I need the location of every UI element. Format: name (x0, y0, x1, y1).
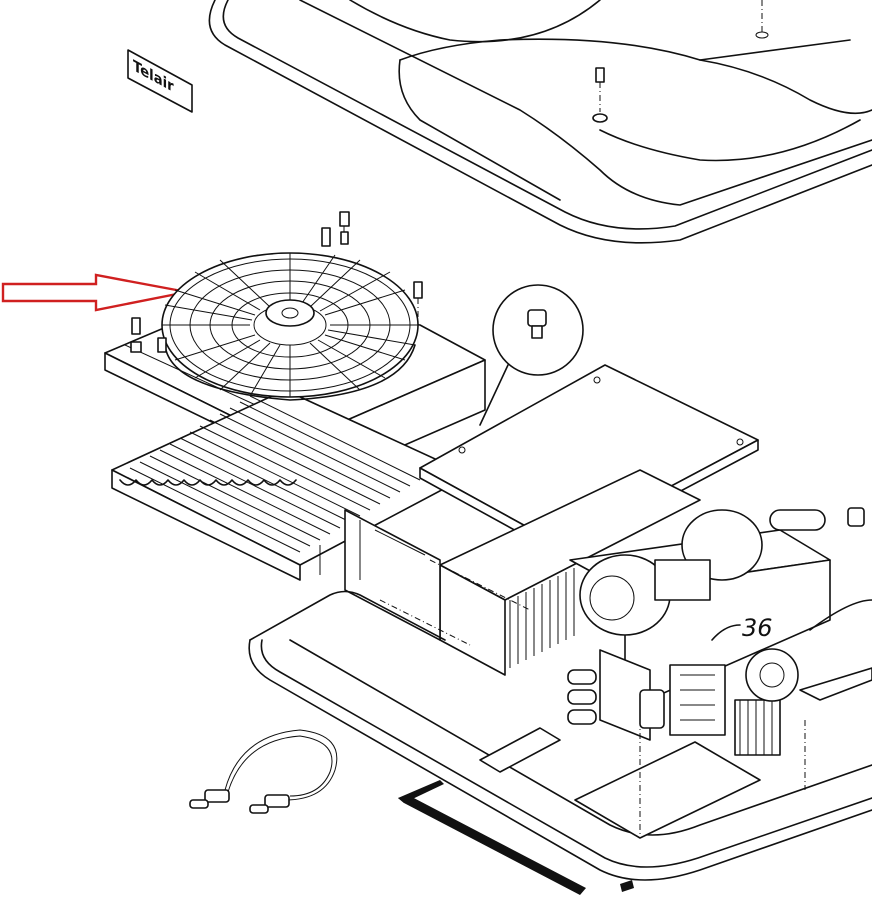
connector-icon (249, 794, 290, 814)
bolt-icon (413, 281, 423, 320)
wire-harness (189, 729, 338, 814)
connector-icon (847, 507, 865, 527)
evaporator-coil (439, 469, 701, 676)
condenser-fan-icon (161, 252, 419, 401)
bolt-icon (130, 317, 142, 353)
mounting-bracket (344, 509, 531, 646)
base-pan (248, 590, 872, 881)
brand-logo: Telair (127, 49, 193, 113)
part-number-label: 36 (742, 614, 773, 642)
top-cover-shell (208, 0, 872, 244)
highlight-arrow-icon (1, 273, 188, 312)
condenser-coil (111, 389, 471, 581)
detail-callout (479, 284, 584, 426)
fan-bolts (130, 211, 423, 353)
bolt-icon (321, 227, 331, 247)
part-callout: 36 (711, 614, 773, 642)
bolt-icon (339, 211, 350, 245)
sensor-icon (527, 309, 547, 339)
connector-icon (189, 789, 230, 809)
bolt-icon (157, 337, 167, 353)
sealing-strip (398, 780, 634, 895)
electrical-components (567, 648, 799, 756)
bolt-icon (592, 67, 608, 123)
